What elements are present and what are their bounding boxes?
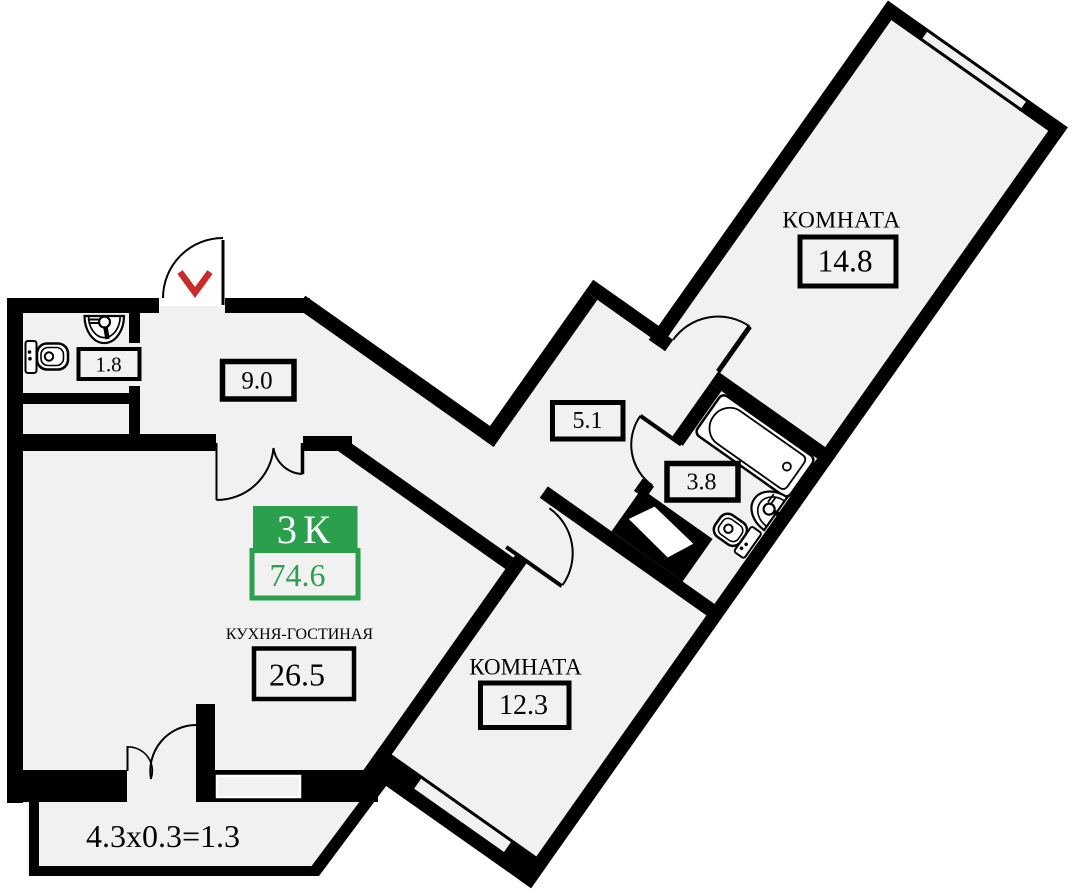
svg-text:1.8: 1.8: [95, 353, 121, 377]
svg-text:5.1: 5.1: [573, 408, 603, 434]
svg-text:14.8: 14.8: [817, 244, 872, 279]
svg-text:9.0: 9.0: [241, 368, 272, 395]
svg-text:КУХНЯ-ГОСТИНАЯ: КУХНЯ-ГОСТИНАЯ: [226, 626, 374, 643]
svg-text:3.8: 3.8: [687, 470, 717, 496]
svg-text:КОМНАТА: КОМНАТА: [782, 208, 901, 234]
svg-text:КОМНАТА: КОМНАТА: [469, 655, 582, 680]
svg-text:3 К: 3 К: [277, 507, 331, 552]
svg-text:74.6: 74.6: [270, 557, 326, 593]
svg-text:12.3: 12.3: [499, 690, 548, 721]
svg-text:4.3х0.3=1.3: 4.3х0.3=1.3: [86, 818, 240, 854]
svg-text:26.5: 26.5: [269, 657, 325, 693]
